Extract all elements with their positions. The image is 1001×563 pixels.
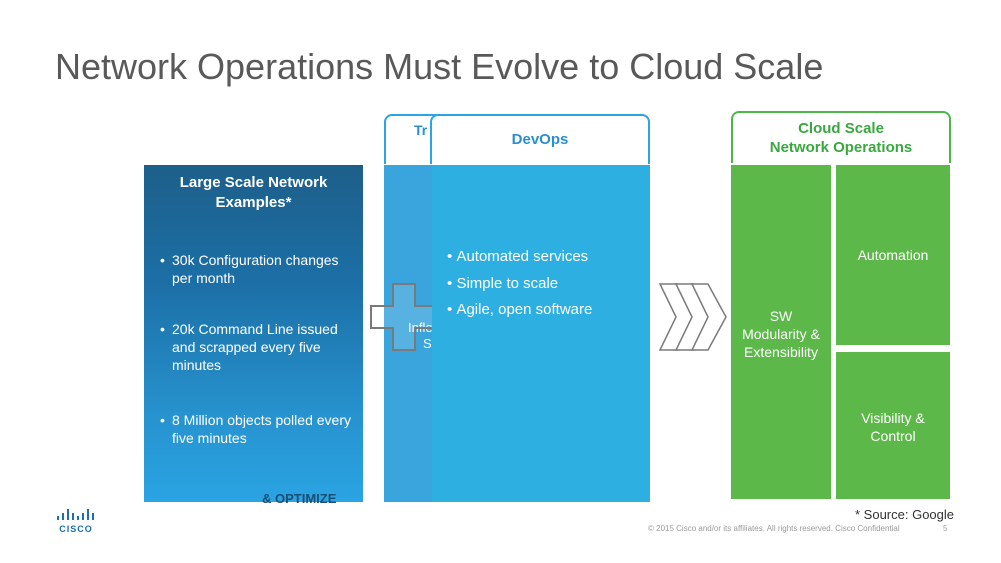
visibility-control-label: Visibility & Control: [861, 410, 925, 444]
automation-label: Automation: [857, 247, 929, 263]
cisco-logo: CISCO: [55, 508, 97, 538]
cloud-scale-header-box: [731, 111, 951, 163]
list-item: • Agile, open software: [447, 301, 593, 318]
page-title: Network Operations Must Evolve to Cloud …: [55, 46, 824, 87]
source-note: * Source: Google: [855, 507, 955, 522]
plus-icon: [370, 283, 438, 351]
devops-header-box: [430, 114, 650, 164]
copyright-text: © 2015 Cisco and/or its affiliates. All …: [648, 524, 900, 533]
traditional-text-fragment-2: S: [423, 336, 432, 351]
large-scale-network-box: Large Scale Network Examples* • 30k Conf…: [144, 165, 363, 502]
chevrons-right-icon: [658, 283, 727, 351]
devops-body: [432, 165, 650, 502]
page-number: 5: [943, 524, 948, 533]
automation-block: Automation: [836, 165, 950, 345]
overflow-text: & OPTIMIZE: [262, 494, 337, 504]
visibility-control-block: Visibility & Control: [836, 352, 950, 499]
list-item: • 30k Configuration changes per month: [160, 252, 339, 286]
sw-modularity-block: SW Modularity & Extensibility: [731, 165, 831, 499]
traditional-header-label: Tr: [414, 122, 428, 138]
sw-modularity-label: SW Modularity & Extensibility: [742, 308, 820, 360]
cisco-logo-bars-icon: [57, 509, 94, 520]
list-item: • Automated services: [447, 248, 589, 265]
devops-header-label: DevOps: [511, 131, 569, 148]
large-scale-network-title: Large Scale Network Examples*: [179, 174, 328, 211]
cisco-logo-text: CISCO: [59, 524, 93, 534]
list-item: • 8 Million objects polled every five mi…: [160, 412, 351, 446]
list-item: • 20k Command Line issued and scrapped e…: [160, 321, 338, 373]
list-item: • Simple to scale: [447, 275, 559, 292]
cloud-scale-header-label: Cloud Scale Network Operations: [769, 120, 913, 156]
